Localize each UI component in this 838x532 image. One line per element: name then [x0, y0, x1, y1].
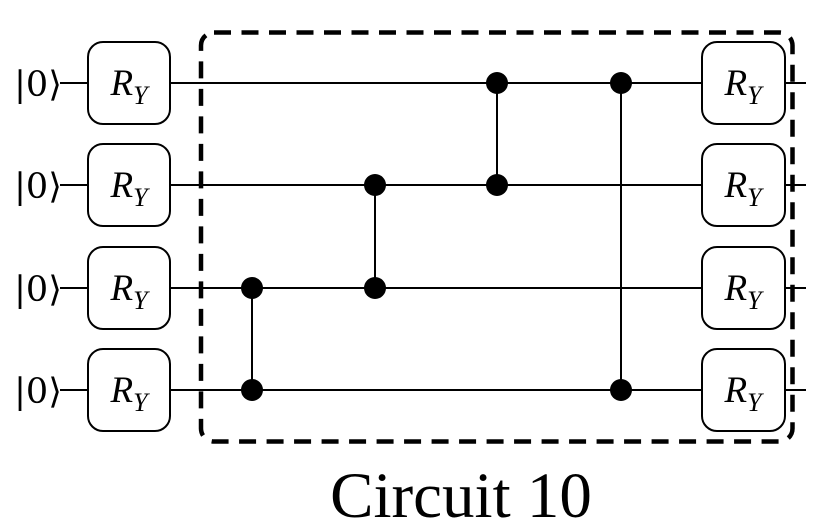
- ry-gate-final-q1: RY: [701, 143, 786, 227]
- ket-label-2: |0⟩: [14, 270, 62, 310]
- gate-label: RY: [723, 370, 764, 417]
- qubit-ket-labels: |0⟩ |0⟩ |0⟩ |0⟩: [14, 65, 62, 412]
- control-dot: [610, 379, 632, 401]
- gate-label: RY: [109, 63, 150, 110]
- ry-gate-initial-q2: RY: [87, 246, 171, 330]
- gate-label: RY: [723, 165, 764, 212]
- cz-gate-q1-q2: [364, 174, 386, 299]
- gate-label: RY: [723, 268, 764, 315]
- gate-label: RY: [723, 63, 764, 110]
- ry-gate-final-q0: RY: [701, 41, 786, 125]
- gate-box: [87, 348, 171, 432]
- control-dot: [241, 379, 263, 401]
- ry-gate-final-q2: RY: [701, 246, 786, 330]
- gate-label: RY: [109, 370, 150, 417]
- ket-label-0: |0⟩: [14, 65, 62, 105]
- cz-gate-q0-q3: [610, 72, 632, 401]
- control-dot: [610, 72, 632, 94]
- gate-label: RY: [109, 165, 150, 212]
- ry-gate-final-q3: RY: [701, 348, 786, 432]
- control-dot: [364, 174, 386, 196]
- control-dot: [241, 277, 263, 299]
- gate-box: [87, 41, 171, 125]
- entangling-block-dashed-border: [198, 30, 795, 444]
- control-dot: [364, 277, 386, 299]
- gate-box: [87, 143, 171, 227]
- initial-ry-gates: RY RY RY RY: [87, 41, 171, 432]
- control-dot: [486, 72, 508, 94]
- ry-gate-initial-q0: RY: [87, 41, 171, 125]
- ket-label-1: |0⟩: [14, 167, 62, 207]
- cz-gates: [241, 72, 632, 401]
- gate-box: [701, 246, 786, 330]
- ket-label-3: |0⟩: [14, 372, 62, 412]
- cz-gate-q0-q1: [486, 72, 508, 196]
- cz-gate-q2-q3: [241, 277, 263, 401]
- gate-box: [701, 41, 786, 125]
- figure-caption: Circuit 10: [330, 460, 592, 532]
- gate-label: RY: [109, 268, 150, 315]
- ry-gate-initial-q1: RY: [87, 143, 171, 227]
- gate-box: [87, 246, 171, 330]
- gate-box: [701, 143, 786, 227]
- control-dot: [486, 174, 508, 196]
- qubit-wires: [60, 82, 806, 391]
- ry-gate-initial-q3: RY: [87, 348, 171, 432]
- final-ry-gates: RY RY RY RY: [701, 41, 786, 432]
- gate-box: [701, 348, 786, 432]
